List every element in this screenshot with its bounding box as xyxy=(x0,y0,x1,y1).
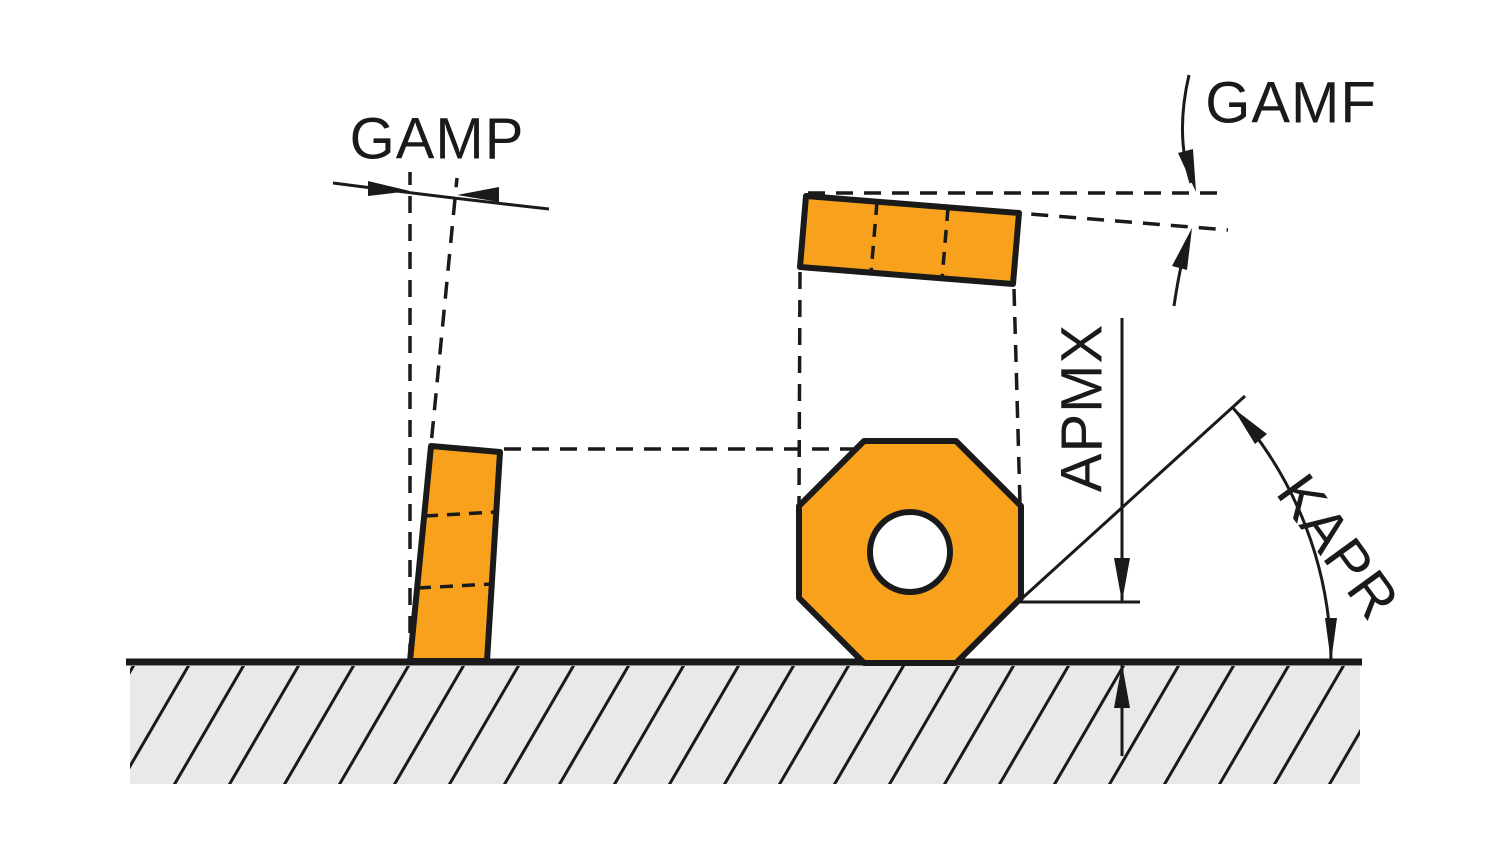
gamf-label: GAMF xyxy=(1205,71,1377,136)
hatch-line xyxy=(1272,666,1346,784)
workpiece-ground xyxy=(126,658,1362,784)
octagonal-insert xyxy=(796,438,1024,666)
hatch-line xyxy=(1052,666,1126,784)
hatch-line xyxy=(942,666,1016,784)
side-view-insert xyxy=(407,443,503,664)
hatch-line xyxy=(1327,728,1360,784)
hatch-line xyxy=(722,666,796,784)
hatch-line xyxy=(557,666,631,784)
hatch-line xyxy=(172,666,246,784)
kapr-arrow-upper xyxy=(1233,408,1267,444)
hatch-line xyxy=(282,666,356,784)
gamp-arrow-left xyxy=(368,181,410,196)
insert-center-hole xyxy=(867,509,953,595)
gamp-view: GAMP xyxy=(332,107,856,664)
hatch-line xyxy=(337,666,411,784)
gamp-arrow-right xyxy=(457,187,499,202)
apmx-dimension: APMX xyxy=(1018,318,1140,756)
hatch-line xyxy=(502,666,576,784)
hatch-line xyxy=(1217,666,1291,784)
gamf-arrow-down xyxy=(1178,149,1196,192)
top-view-insert xyxy=(797,193,1022,287)
ground-hatching xyxy=(130,666,1360,784)
hatch-line xyxy=(227,666,301,784)
hatch-line xyxy=(447,666,521,784)
gamp-label: GAMP xyxy=(350,107,525,172)
kapr-arrow-lower xyxy=(1325,618,1337,662)
hatch-line xyxy=(887,666,961,784)
insert-segment-line xyxy=(417,582,493,590)
kapr-cutting-edge-line xyxy=(1016,394,1247,604)
hatch-line xyxy=(777,666,851,784)
apmx-arrow-down xyxy=(1114,558,1130,602)
hatch-line xyxy=(130,666,136,675)
gamp-angle-arc xyxy=(332,181,550,211)
projection-line-left xyxy=(797,271,802,505)
hatch-line xyxy=(832,666,906,784)
insert-segment-line xyxy=(424,510,497,518)
hatch-line xyxy=(1107,666,1181,784)
kapr-label: KAPR xyxy=(1264,462,1412,631)
hatch-line xyxy=(1162,666,1236,784)
hatch-line xyxy=(667,666,741,784)
hatch-line xyxy=(130,666,191,770)
hatch-line xyxy=(612,666,686,784)
ground-fill xyxy=(130,666,1360,784)
gamf-view: GAMF xyxy=(797,71,1377,505)
hatch-line xyxy=(997,666,1071,784)
gamp-insert-edge-extension-line xyxy=(408,177,459,662)
gamf-arrow-up xyxy=(1172,228,1192,270)
apmx-arrow-up xyxy=(1114,664,1130,708)
projection-line-right xyxy=(1012,288,1022,504)
apmx-label: APMX xyxy=(1050,324,1115,492)
insert-segment-line xyxy=(869,201,879,274)
hatch-line xyxy=(392,666,466,784)
insert-segment-line xyxy=(940,207,950,280)
